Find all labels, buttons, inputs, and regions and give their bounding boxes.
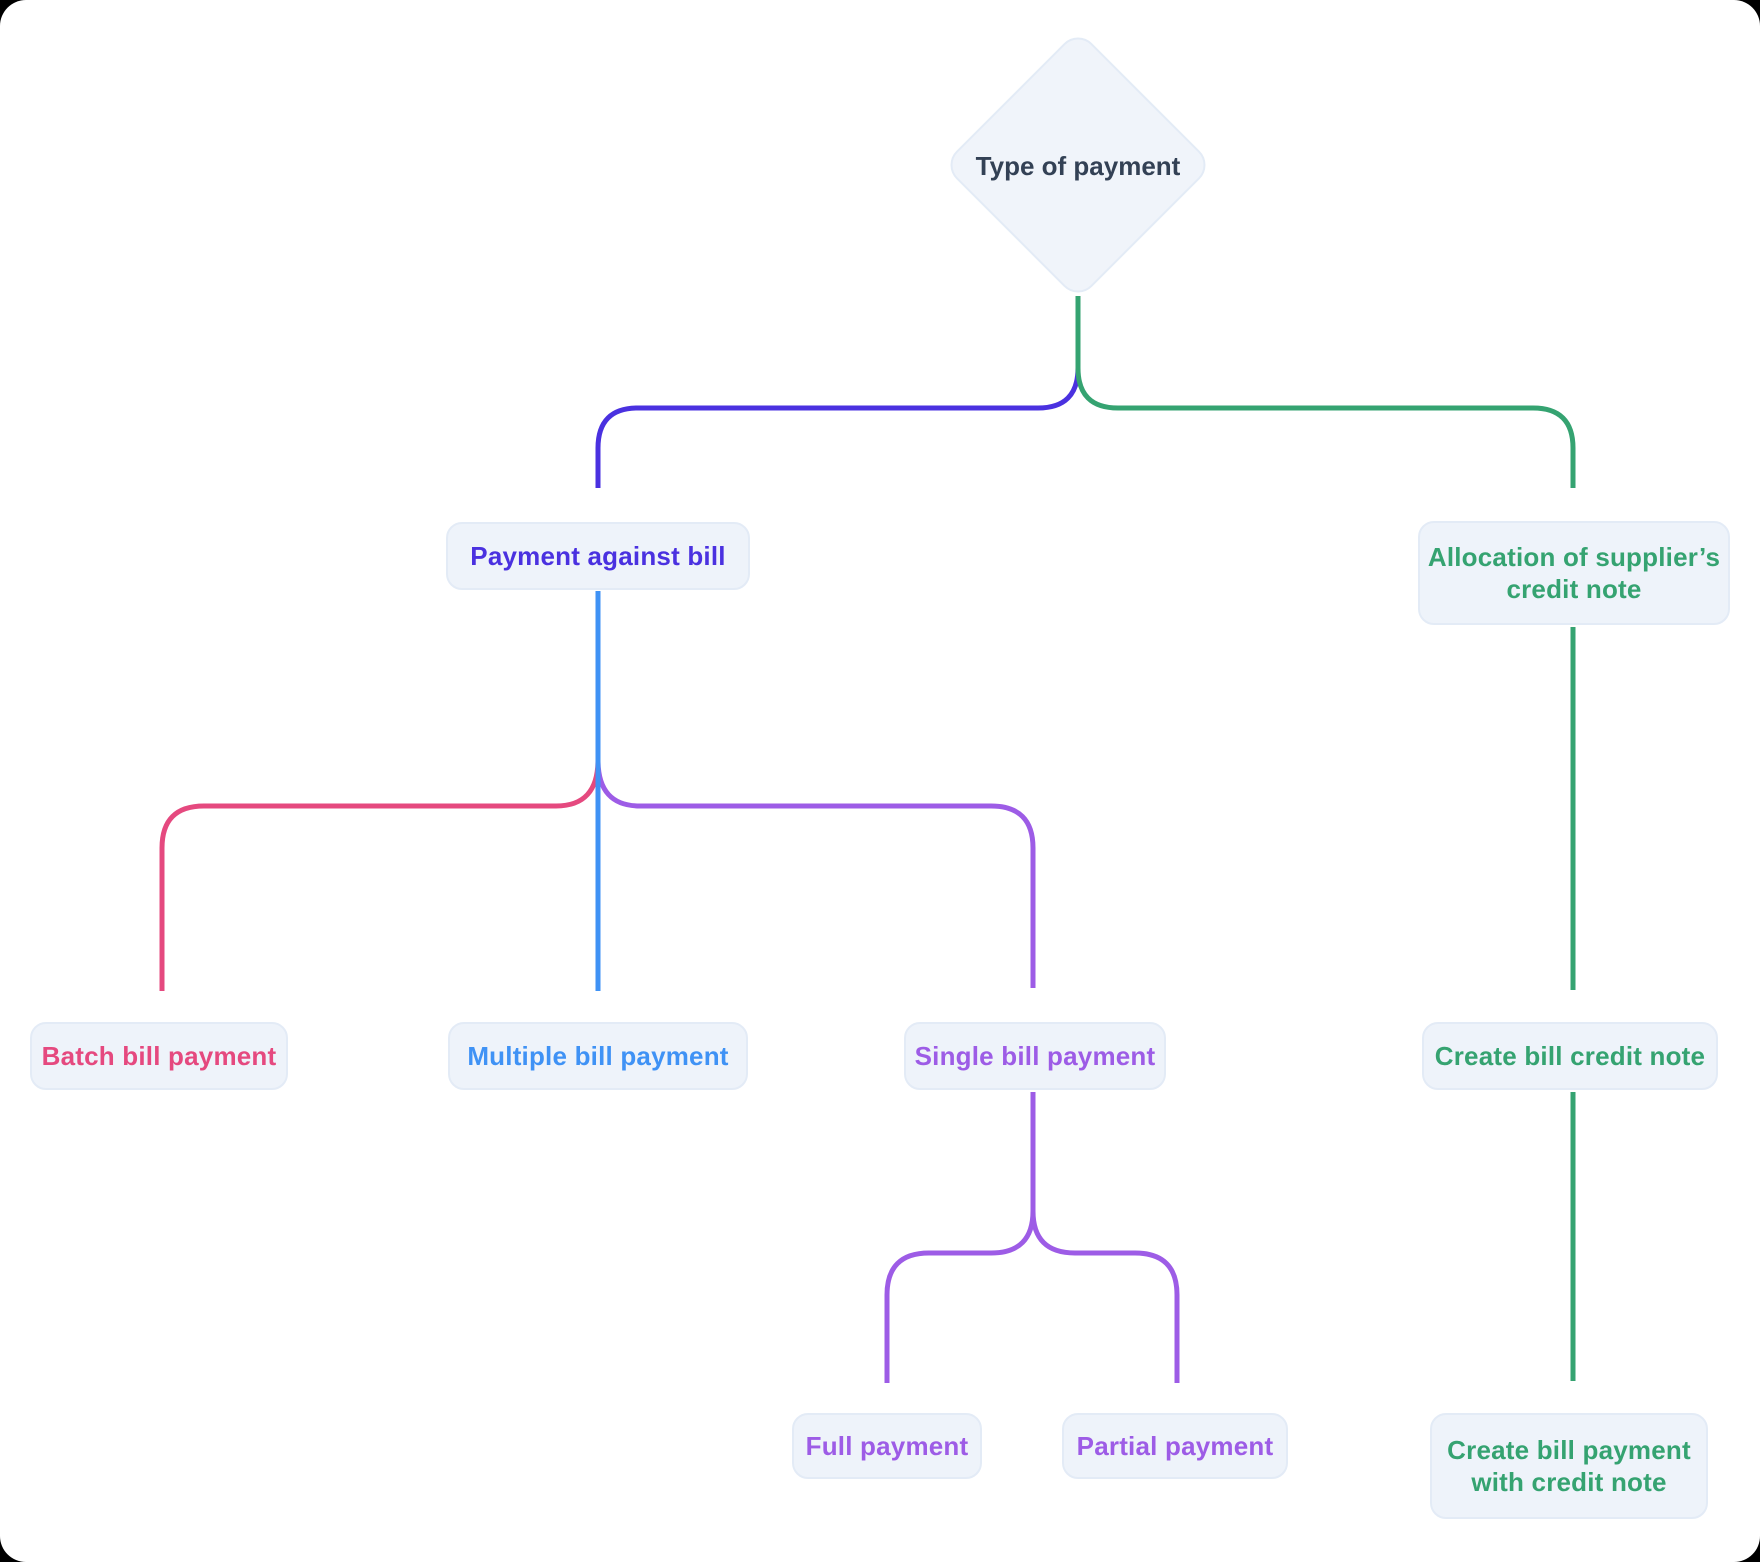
edge-single-to-partial — [1030, 1092, 1180, 1383]
node-label: Partial payment — [1076, 1430, 1274, 1461]
node-label-line: credit note — [1506, 574, 1642, 604]
node-label: Single bill payment — [914, 1040, 1156, 1071]
node-batch-bill-payment: Batch bill payment — [30, 1022, 288, 1090]
node-partial-payment: Partial payment — [1062, 1413, 1288, 1479]
decision-label-text: Type of payment — [975, 150, 1181, 181]
node-label-line: with credit note — [1471, 1467, 1667, 1497]
node-label-line: Allocation of supplier’s — [1427, 541, 1721, 572]
edge-root-to-payment-against-bill — [595, 296, 1081, 488]
node-payment-against-bill: Payment against bill — [446, 522, 750, 590]
edge-payment-to-batch — [159, 759, 601, 991]
node-label: Create bill credit note — [1434, 1040, 1706, 1071]
node-full-payment: Full payment — [792, 1413, 982, 1479]
node-single-bill-payment: Single bill payment — [904, 1022, 1166, 1090]
node-create-bill-credit-note: Create bill credit note — [1422, 1022, 1718, 1090]
decision-label: Type of payment — [948, 140, 1208, 192]
edge-single-to-full — [884, 1092, 1036, 1383]
edge-payment-to-single — [595, 759, 1036, 988]
node-label-line: Create bill payment — [1447, 1434, 1691, 1465]
node-label: Payment against bill — [470, 540, 726, 571]
node-multiple-bill-payment: Multiple bill payment — [448, 1022, 748, 1090]
node-allocation-of-suppliers-credit-note: Allocation of supplier’s credit note — [1418, 521, 1730, 625]
node-label: Full payment — [805, 1430, 969, 1461]
node-label: Multiple bill payment — [467, 1040, 729, 1071]
node-label: Batch bill payment — [41, 1040, 277, 1071]
node-create-bill-payment-with-credit-note: Create bill payment with credit note — [1430, 1413, 1708, 1519]
edge-root-to-allocation — [1075, 296, 1576, 488]
